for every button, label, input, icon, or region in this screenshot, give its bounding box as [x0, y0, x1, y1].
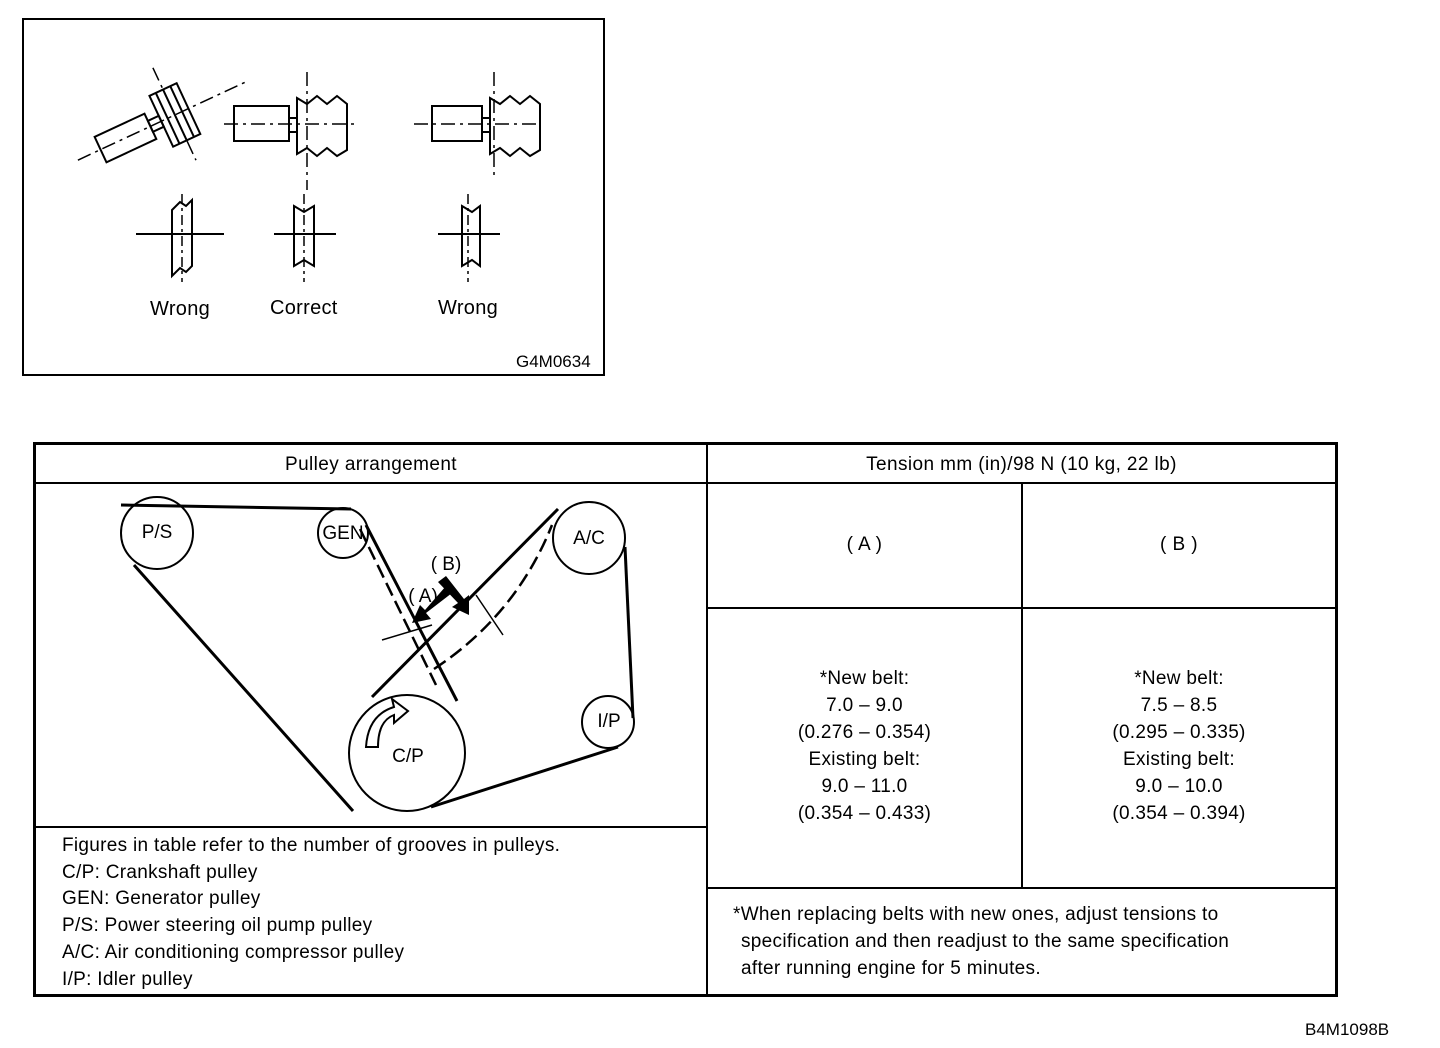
alignment-drawing — [77, 67, 541, 282]
note-line: specification and then readjust to the s… — [741, 931, 1230, 952]
label-cp: C/P — [392, 746, 424, 767]
note-divider — [708, 887, 1335, 889]
spec-b-line: *New belt: — [1134, 668, 1224, 689]
label-gen: GEN — [322, 523, 364, 544]
spec-b-line: 9.0 – 10.0 — [1135, 776, 1223, 797]
belt-deflected — [358, 524, 554, 686]
spec-a-line: *New belt: — [819, 668, 910, 689]
cp-pulley — [348, 694, 466, 812]
groove-detail-correct — [274, 194, 336, 282]
legend-line: P/S: Power steering oil pump pulley — [62, 915, 373, 937]
spec-a: *New belt: 7.0 – 9.0 (0.276 – 0.354) Exi… — [708, 665, 1021, 827]
legend-line: C/P: Crankshaft pulley — [62, 861, 258, 883]
spec-a-line: (0.354 – 0.433) — [797, 803, 932, 824]
caption-wrong-right: Wrong — [438, 297, 499, 319]
header-divider — [36, 482, 1335, 484]
column-a-label: ( A ) — [846, 534, 883, 555]
ip-pulley — [581, 695, 635, 749]
label-arrow-a: ( A) — [408, 586, 438, 607]
replacement-note: *When replacing belts with new ones, adj… — [733, 901, 1229, 982]
groove-detail-wrong-1 — [136, 194, 224, 282]
label-ip: I/P — [597, 711, 621, 732]
column-divider — [706, 445, 708, 994]
correct-pulley-unit — [224, 72, 354, 190]
arrow-a-icon — [412, 586, 452, 623]
legend: Figures in table refer to the number of … — [62, 833, 560, 993]
offset-pulley-unit — [414, 72, 541, 180]
legend-line: I/P: Idler pulley — [62, 968, 193, 990]
pulley-diagram — [120, 496, 635, 812]
figure-code: G4M0634 — [516, 352, 591, 371]
spec-b: *New belt: 7.5 – 8.5 (0.295 – 0.335) Exi… — [1023, 665, 1335, 827]
label-arrow-b: ( B) — [430, 554, 462, 575]
belt-tension-table: Pulley arrangement Tension mm (in)/98 N … — [33, 442, 1338, 997]
header-pulley-arrangement: Pulley arrangement — [285, 454, 457, 475]
ab-divider — [1021, 484, 1023, 887]
ab-header-divider — [708, 607, 1335, 609]
spec-a-line: Existing belt: — [808, 749, 921, 770]
legend-line: Figures in table refer to the number of … — [62, 835, 561, 856]
spec-b-line: (0.354 – 0.394) — [1112, 803, 1246, 824]
tilted-pulley-unit — [77, 67, 246, 164]
label-ac: A/C — [573, 528, 605, 549]
deflection-arrows — [412, 576, 469, 623]
spec-a-line: (0.276 – 0.354) — [797, 722, 932, 743]
caption-wrong-left: Wrong — [150, 298, 211, 320]
arrow-b-icon — [438, 576, 469, 615]
figure-code-bottom: B4M1098B — [1305, 1020, 1390, 1039]
label-ps: P/S — [141, 522, 173, 543]
legend-line: GEN: Generator pulley — [62, 888, 261, 910]
legend-divider — [36, 826, 706, 828]
note-line: *When replacing belts with new ones, adj… — [733, 904, 1219, 925]
spec-a-line: 7.0 – 9.0 — [826, 695, 903, 716]
spec-a-line: 9.0 – 11.0 — [821, 776, 908, 797]
ac-pulley — [552, 501, 626, 575]
groove-detail-wrong-3 — [438, 194, 500, 282]
spec-b-line: Existing belt: — [1123, 749, 1235, 770]
column-b-label: ( B ) — [1160, 534, 1198, 555]
rotation-arrow-icon — [364, 696, 410, 748]
note-line: after running engine for 5 minutes. — [741, 958, 1041, 979]
header-tension: Tension mm (in)/98 N (10 kg, 22 lb) — [866, 454, 1177, 475]
alignment-figure: Wrong Correct Wrong G4M0634 — [22, 18, 605, 376]
ps-pulley — [120, 496, 194, 570]
legend-line: A/C: Air conditioning compressor pulley — [62, 941, 405, 963]
spec-b-line: (0.295 – 0.335) — [1112, 722, 1246, 743]
spec-b-line: 7.5 – 8.5 — [1140, 695, 1218, 716]
caption-correct: Correct — [270, 297, 338, 319]
